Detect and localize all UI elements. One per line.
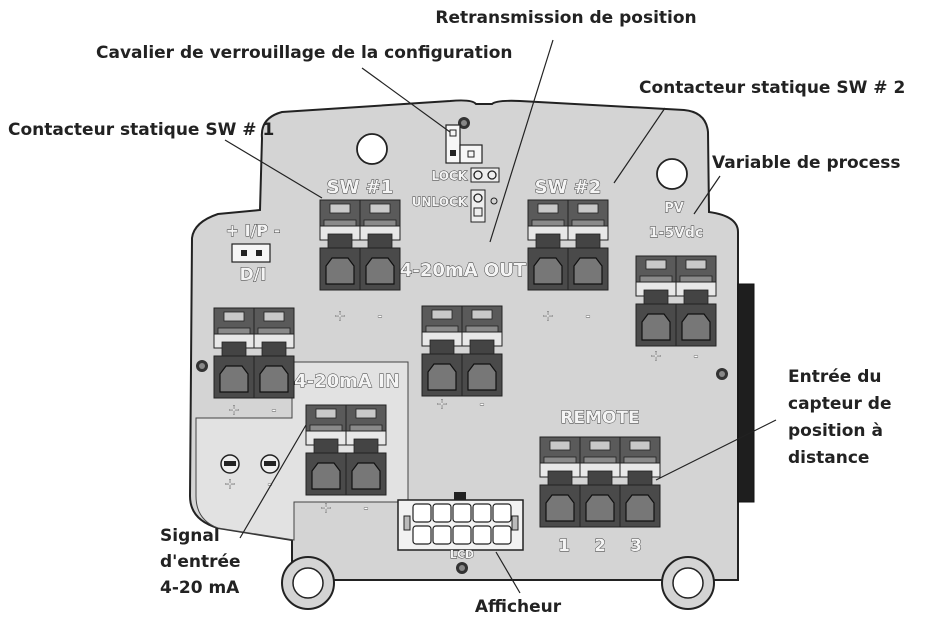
callout-sw1: Contacteur statique SW # 1 [8,120,274,140]
screw-bottom [456,562,468,574]
out-minus: - [480,397,485,412]
unlock-label: UNLOCK [412,195,468,209]
sw2-minus: - [586,309,591,324]
remote-num-1: 1 [558,536,570,556]
out-plus: + [437,397,448,412]
sw1-plus: + [335,309,346,324]
trim-pot-right [260,454,280,474]
sw2-label: SW #2 [535,177,602,198]
leader-pv [693,175,721,215]
in-minus: - [364,501,369,516]
pv-plus: + [651,349,662,364]
unlock-pads [470,189,498,223]
leader-signal [239,424,307,539]
in-plus: + [321,501,332,516]
lock-label: LOCK [431,169,467,183]
callout-sw2: Contacteur statique SW # 2 [639,78,905,98]
in-label: 4-20mA IN [294,371,400,392]
di-plus: + [229,403,240,418]
pot-plus: + [225,477,236,492]
callout-signal-line-2: d'entrée [160,552,241,572]
pv-label: PV [664,201,684,216]
callout-afficheur: Afficheur [475,597,562,617]
terminal-block-remote [539,436,661,528]
callout-remote-line-4: distance [788,448,869,468]
mount-hole-top-left [356,133,388,165]
trim-pot-left [220,454,240,474]
screw-right [716,368,728,380]
ip-label: + I/P - [226,221,281,240]
leader-sw2 [613,107,666,184]
lcd-label: LCD [450,548,474,561]
out-label: 4-20mA OUT [400,260,527,281]
pv-minus: - [694,349,699,364]
side-connector [737,283,755,503]
leader-remote [655,419,777,481]
lcd-connector [397,492,524,551]
lock-pads [470,167,500,183]
mount-hole-top-right [656,158,688,190]
leader-sw1 [224,139,323,199]
callout-retransmission: Retransmission de position [435,8,696,28]
ip-jumper [231,243,271,263]
callout-cavalier: Cavalier de verrouillage de la configura… [96,43,513,63]
callout-signal-line-3: 4-20 mA [160,578,240,598]
callout-signal-line-1: Signal [160,526,220,546]
callout-remote-line-2: capteur de [788,394,891,414]
pv-range-label: 1-5Vdc [649,225,703,241]
sw2-plus: + [543,309,554,324]
sw1-minus: - [378,309,383,324]
remote-num-3: 3 [630,536,642,556]
screw-top [458,117,470,129]
leader-afficheur [495,551,521,594]
callout-remote-line-3: position à [788,421,883,441]
sw1-label: SW #1 [327,177,394,198]
callout-remote-line-1: Entrée du [788,367,881,387]
callout-pv: Variable de process [712,153,901,173]
screw-left [196,360,208,372]
remote-label: REMOTE [560,408,639,428]
pot-minus: - [268,477,273,492]
leader-retransmission [489,39,554,243]
di-label: D/I [240,265,267,285]
leader-cavalier [361,67,451,133]
di-minus: - [272,403,277,418]
config-jumper [445,124,483,164]
remote-num-2: 2 [594,536,606,556]
